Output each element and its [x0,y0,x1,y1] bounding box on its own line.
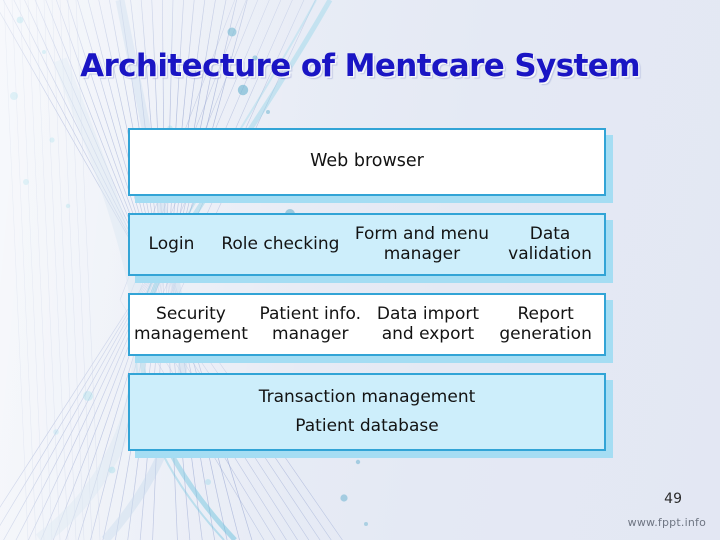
diagram-cell-patient-info-manager: Patient info. manager [259,304,362,344]
diagram-cell-transaction-management: Transaction management [258,386,476,407]
diagram-layer-ui-services: Login Role checking Form and menu manage… [128,213,606,276]
page-number: 49 [664,491,682,507]
diagram-cell-patient-database: Patient database [295,416,439,436]
diagram-layer-data: Transaction management Patient database [128,373,606,451]
diagram-cell-form-and-menu-manager: Form and menu manager [354,224,490,264]
diagram-cell-report-generation: Report generation [499,304,592,344]
diagram-layer-presentation: Web browser [128,128,606,196]
page-title: Architecture of Mentcare System [80,48,640,84]
diagram-cell-data-validation: Data validation [508,224,592,264]
diagram-layer-application-services: Security management Patient info. manage… [128,293,606,356]
diagram-cell-role-checking: Role checking [221,233,340,254]
watermark-url: www.fppt.info [627,516,706,529]
architecture-diagram: Web browser Login Role checking Form and… [128,128,606,468]
diagram-cell-web-browser: Web browser [310,151,424,172]
diagram-cell-data-import-and-export: Data import and export [376,304,479,344]
diagram-cell-security-management: Security management [134,304,248,344]
diagram-cell-login: Login [148,233,195,254]
